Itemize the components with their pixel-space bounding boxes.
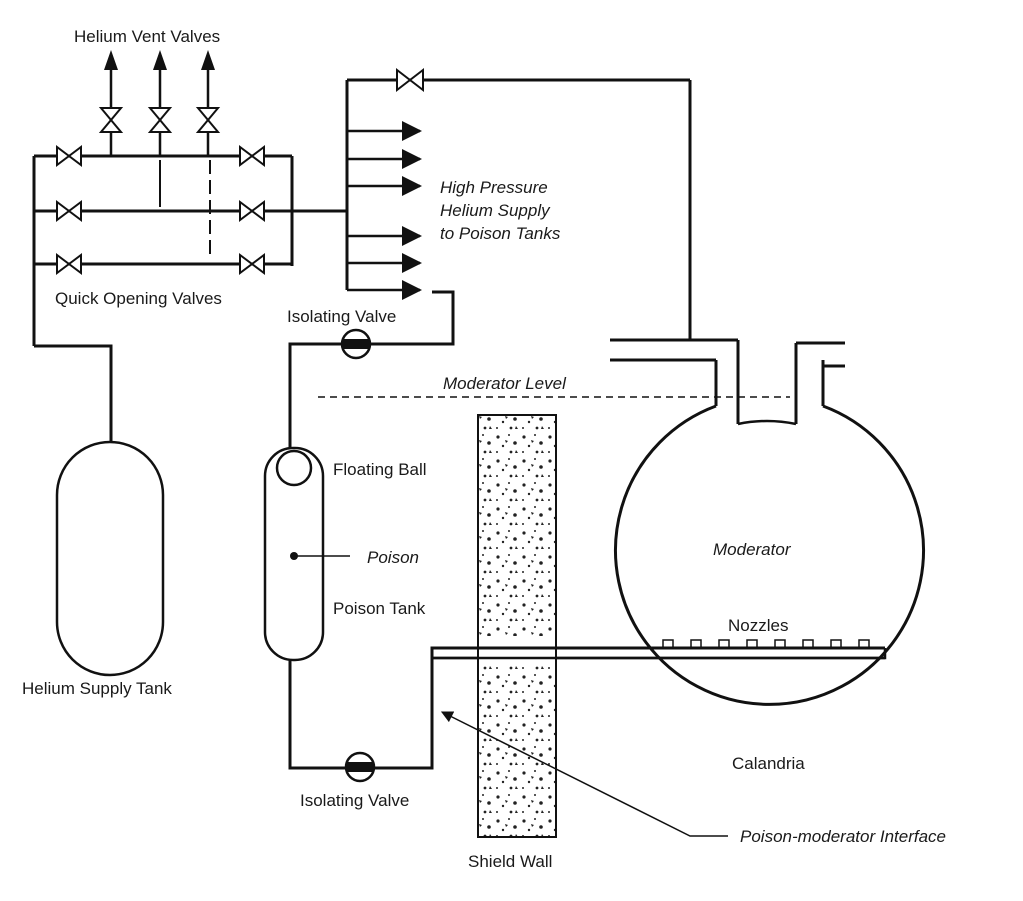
floating-ball: [275, 449, 313, 487]
quick-valve-icon: [56, 200, 82, 222]
quick-valve-icon: [56, 145, 82, 167]
vent-valve-icon: [147, 107, 173, 133]
shield-wall: [477, 414, 557, 838]
label-moderator: Moderator: [713, 540, 792, 559]
isolating-valve-bottom: [344, 751, 376, 783]
vent-valve-icon: [195, 107, 221, 133]
label-isolating-valve-bottom: Isolating Valve: [300, 791, 409, 810]
poison-injection-line: [288, 646, 885, 770]
label-poison-moderator-interface: Poison-moderator Interface: [740, 827, 946, 846]
vent-arrow-icon: [201, 50, 215, 70]
quick-valve-icon: [239, 253, 265, 275]
calandria: [610, 338, 925, 706]
label-nozzles: Nozzles: [728, 616, 788, 635]
helium-supply-tank: [55, 440, 165, 677]
label-quick-opening-valves: Quick Opening Valves: [55, 289, 222, 308]
poison-tank-top-line: [288, 342, 410, 455]
interface-leader-line: [440, 711, 728, 837]
label-isolating-valve-top: Isolating Valve: [287, 307, 396, 326]
quick-valve-icon: [239, 200, 265, 222]
label-helium-supply-tank: Helium Supply Tank: [22, 679, 172, 698]
label-poison: Poison: [367, 548, 419, 567]
isolating-valve-top: [340, 328, 372, 360]
label-floating-ball: Floating Ball: [333, 460, 427, 479]
label-moderator-level: Moderator Level: [443, 374, 567, 393]
label-helium-vent-valves: Helium Vent Valves: [74, 27, 220, 46]
vent-line-valve-icon: [396, 67, 424, 93]
label-high-pressure-1: High Pressure: [440, 178, 548, 197]
high-pressure-helium-header: [345, 67, 690, 300]
vent-arrow-icon: [153, 50, 167, 70]
label-poison-tank: Poison Tank: [333, 599, 426, 618]
helium-supply-line: [34, 344, 113, 445]
label-calandria: Calandria: [732, 754, 805, 773]
quick-opening-manifold: [32, 145, 347, 346]
helium-feed-line: [410, 290, 455, 346]
calandria-vent-line: [610, 80, 692, 342]
quick-valve-icon: [239, 145, 265, 167]
vent-arrow-icon: [104, 50, 118, 70]
helium-vent-valves: [98, 50, 221, 156]
vent-valve-icon: [98, 107, 124, 133]
label-shield-wall: Shield Wall: [468, 852, 552, 871]
label-high-pressure-3: to Poison Tanks: [440, 224, 561, 243]
label-high-pressure-2: Helium Supply: [440, 201, 551, 220]
quick-valve-icon: [56, 253, 82, 275]
